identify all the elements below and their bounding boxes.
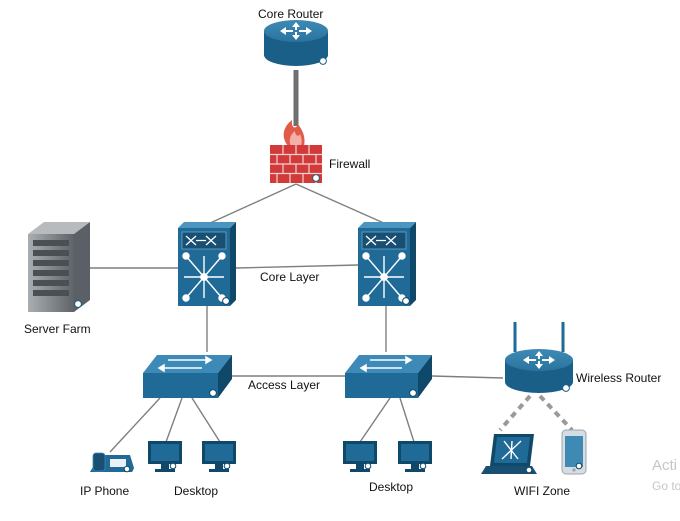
access-layer-label: Access Layer bbox=[248, 378, 321, 392]
core-switch-right bbox=[358, 222, 416, 306]
server-farm-label: Server Farm bbox=[24, 322, 91, 336]
info-icon bbox=[319, 57, 327, 65]
core-router-label: Core Router bbox=[258, 7, 324, 21]
link-access-right-desktop2 bbox=[399, 397, 415, 443]
info-icon bbox=[223, 462, 231, 470]
link-firewall-core-right bbox=[295, 183, 387, 225]
info-icon bbox=[575, 462, 583, 470]
router-arrows-icon bbox=[280, 22, 312, 40]
link-wireless-laptop bbox=[498, 394, 532, 432]
info-icon bbox=[123, 465, 131, 473]
info-icon bbox=[409, 389, 417, 397]
wifi-zone-label: WIFI Zone bbox=[514, 484, 571, 498]
info-icon bbox=[562, 384, 570, 392]
laptop bbox=[481, 434, 537, 474]
firewall-label: Firewall bbox=[329, 157, 371, 171]
core-router bbox=[264, 20, 328, 66]
link-wireless-phone bbox=[538, 394, 574, 432]
desktop-right-label: Desktop bbox=[369, 480, 414, 494]
access-switch-left bbox=[143, 355, 232, 398]
info-icon bbox=[525, 466, 533, 474]
link-access-left-phone bbox=[109, 397, 161, 453]
link-access-right-desktop1 bbox=[359, 397, 391, 443]
link-firewall-core-left bbox=[207, 183, 297, 225]
desktop-4 bbox=[398, 441, 432, 472]
desktop-1 bbox=[148, 441, 182, 472]
link-access-left-desktop1 bbox=[165, 397, 183, 443]
info-icon bbox=[419, 462, 427, 470]
firewall bbox=[270, 120, 322, 183]
phone-handset-icon bbox=[92, 452, 106, 472]
info-icon bbox=[312, 174, 320, 182]
info-icon bbox=[364, 462, 372, 470]
ip-phone bbox=[90, 452, 134, 473]
info-icon bbox=[74, 300, 82, 308]
info-icon bbox=[402, 297, 410, 305]
switch-arrows-icon bbox=[157, 355, 213, 373]
desktop-left-label: Desktop bbox=[174, 484, 219, 498]
info-icon bbox=[222, 297, 230, 305]
info-icon bbox=[169, 462, 177, 470]
switch-cross-arrows-icon bbox=[362, 252, 406, 302]
router-arrows-icon bbox=[523, 351, 555, 369]
watermark-line-2: Go to bbox=[652, 479, 680, 493]
smartphone bbox=[561, 429, 587, 475]
info-icon bbox=[209, 389, 217, 397]
wireless-router bbox=[505, 322, 573, 393]
desktop-3 bbox=[343, 441, 377, 472]
watermark-line-1: Acti bbox=[652, 457, 678, 474]
laptop-arrows-icon bbox=[501, 440, 522, 460]
wireless-router-label: Wireless Router bbox=[576, 371, 662, 385]
link-access-left-desktop2 bbox=[191, 397, 221, 443]
switch-arrows-icon bbox=[359, 355, 413, 373]
access-switch-right bbox=[345, 355, 432, 398]
core-switch-left bbox=[178, 222, 236, 306]
link-access-right-wireless bbox=[431, 375, 504, 379]
core-layer-label: Core Layer bbox=[260, 270, 320, 284]
link-core-left-right bbox=[235, 264, 359, 269]
desktop-2 bbox=[202, 441, 236, 472]
server-farm bbox=[28, 222, 90, 312]
links bbox=[88, 70, 574, 453]
switch-cross-arrows-icon bbox=[182, 252, 226, 302]
ip-phone-label: IP Phone bbox=[80, 484, 130, 498]
